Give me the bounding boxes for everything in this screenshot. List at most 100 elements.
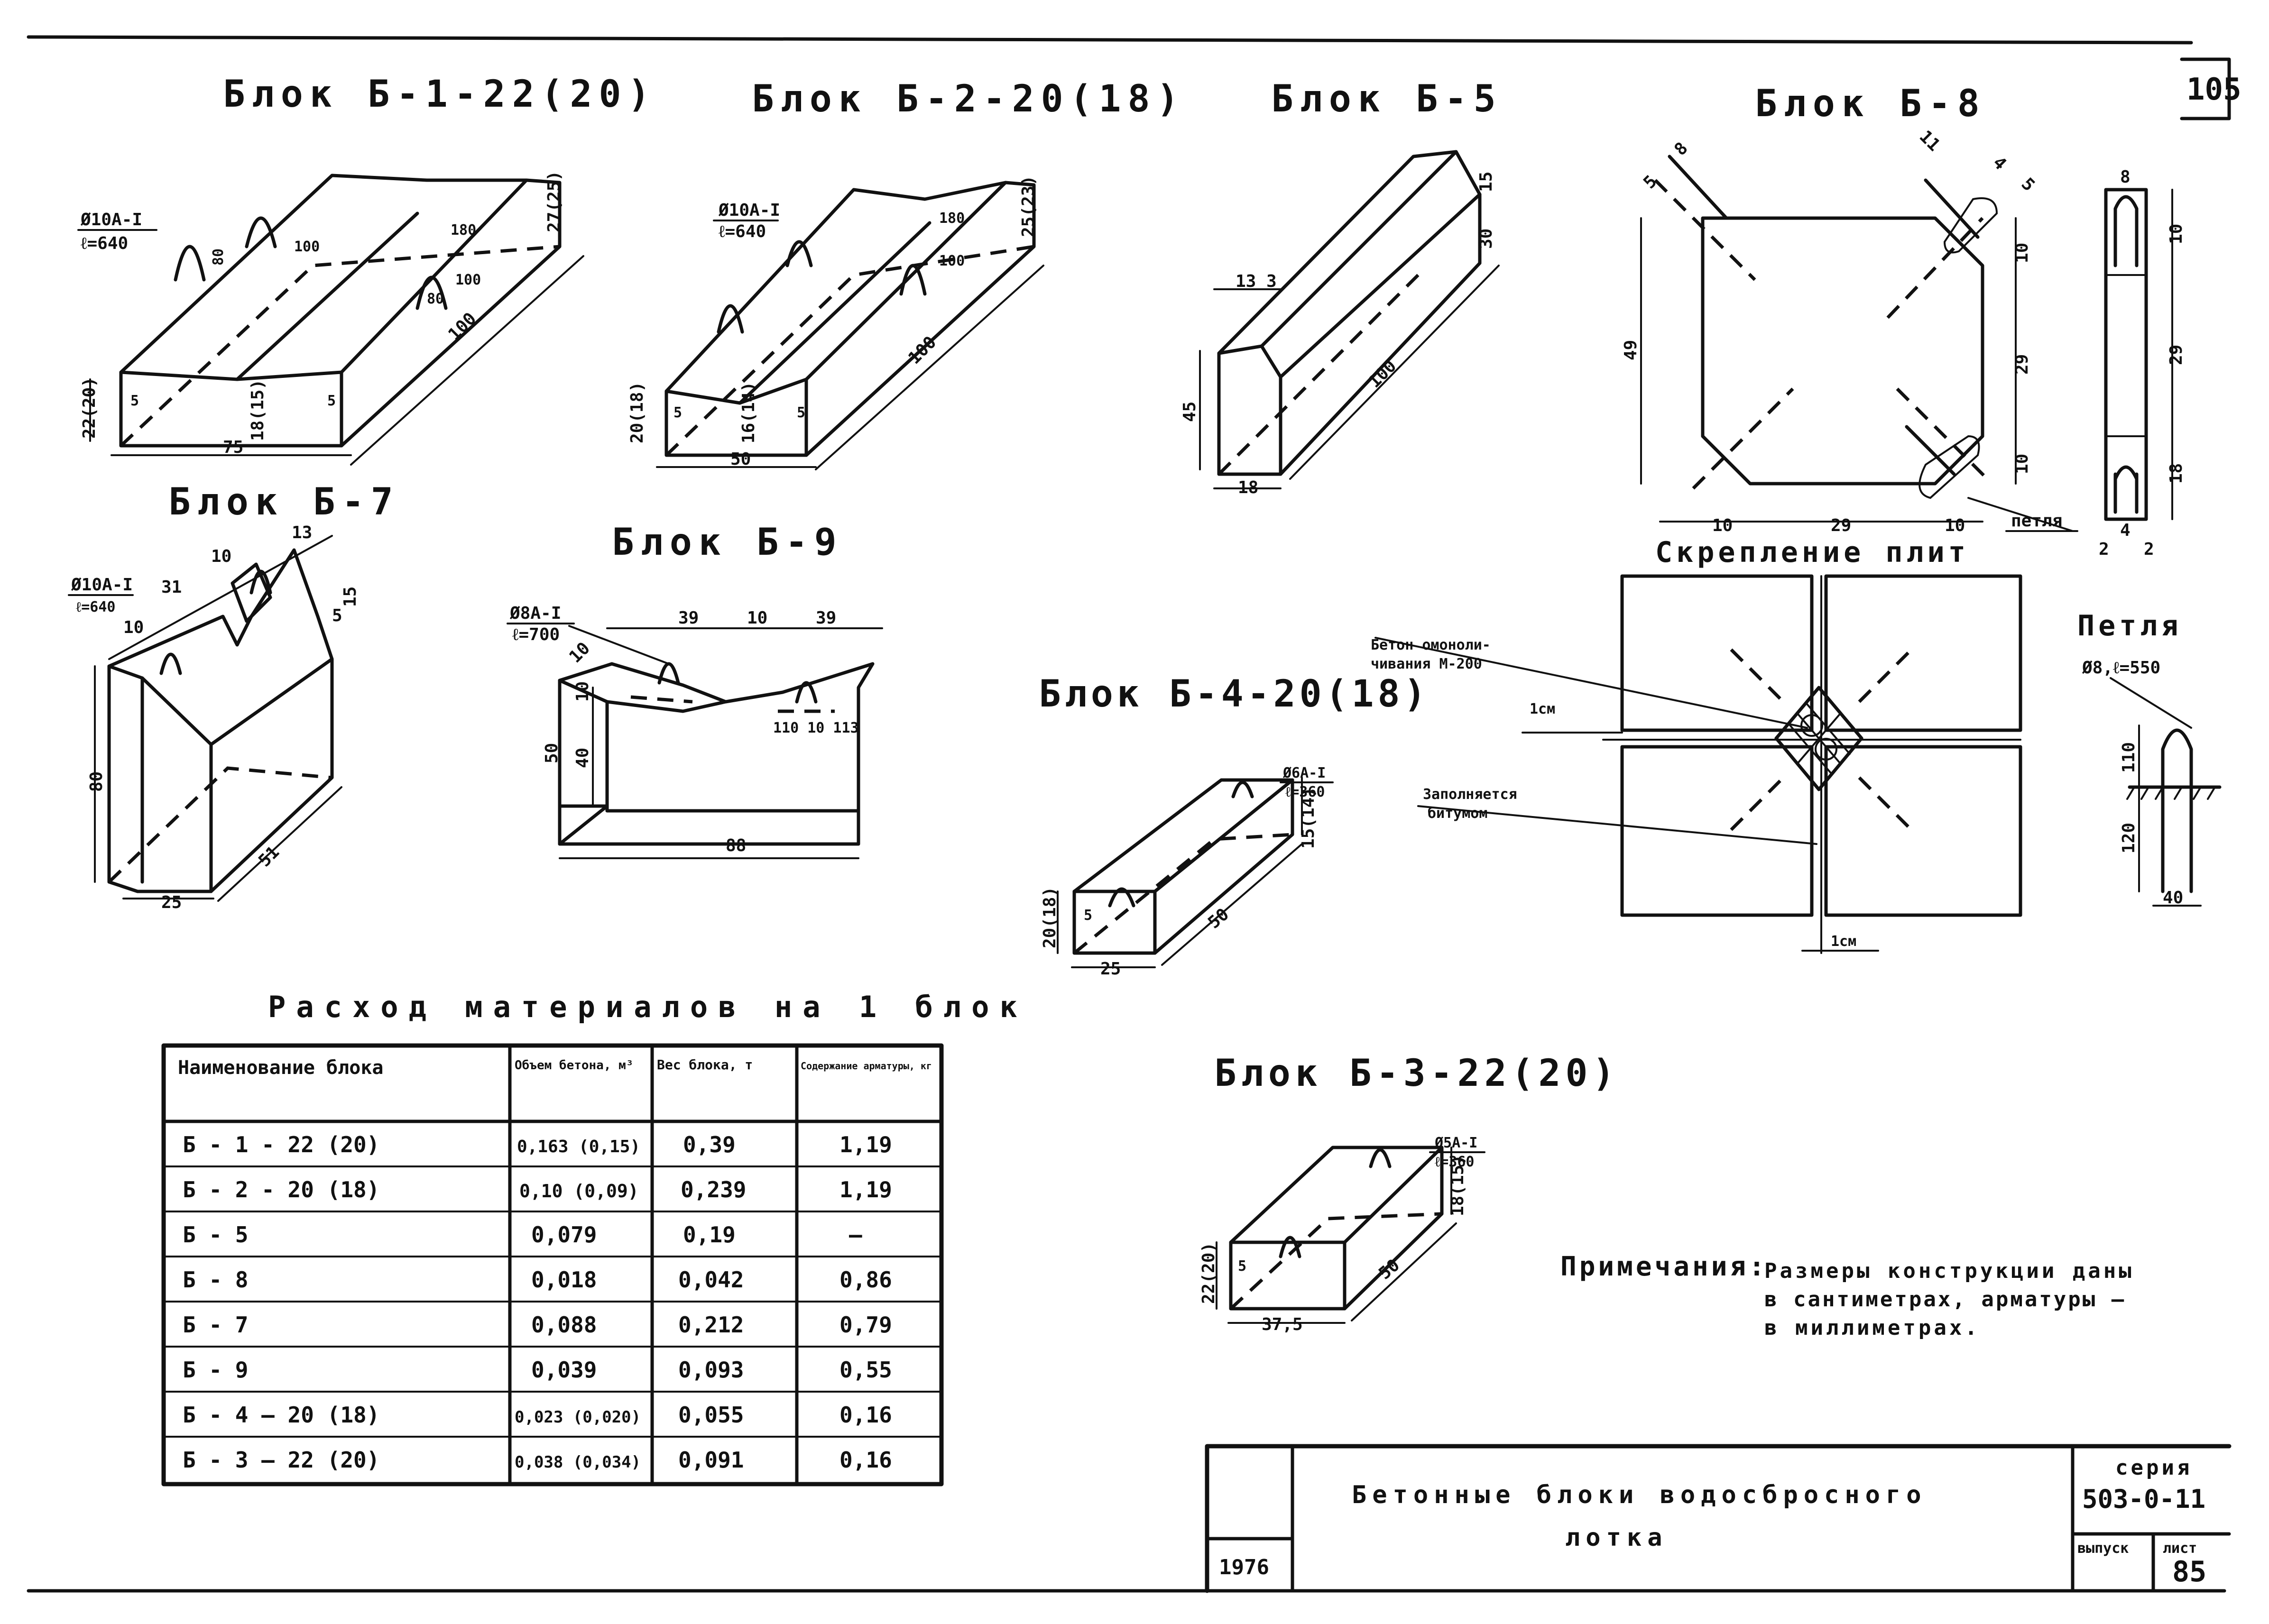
b2-dim-5a: 5	[673, 404, 682, 421]
table-cell: Б - 9	[183, 1357, 248, 1383]
b1-dim-100b: 100	[455, 272, 481, 288]
b3-rebar-dia: Ø5А-I	[1434, 1135, 1477, 1151]
table-cell: 0,079	[531, 1222, 597, 1248]
table-cell: 0,79	[839, 1312, 892, 1338]
b7-dim-5: 5	[332, 606, 342, 625]
block-b1: Блок Б-1-22(20) Ø10А-I ℓ=640 22(20) 75 1…	[77, 73, 656, 466]
table-row: Б - 1 - 22 (20) 0,163 (0,15) 0,39 1,19	[183, 1132, 892, 1157]
table-cell: 0,093	[678, 1357, 744, 1383]
table-header-weight: Вес блока, т	[657, 1057, 753, 1073]
title-block: Бетонные блоки водосбросного лотка 1976 …	[1205, 1444, 2232, 1593]
table-cell: Б - 3 — 22 (20)	[183, 1447, 379, 1473]
b9-dim-50: 50	[542, 743, 562, 763]
b4-dim-width: 25	[1100, 959, 1121, 979]
loop-dim-110: 110	[2119, 742, 2139, 773]
table-cell: Б - 5	[183, 1222, 248, 1248]
loop-title: Петля	[2077, 609, 2182, 642]
table-cell: 0,86	[839, 1267, 892, 1293]
b1-dim-mid: 18(15)	[248, 379, 267, 441]
b3-dim-height: 22(20)	[1199, 1242, 1218, 1304]
series-value: 503-0-11	[2082, 1484, 2205, 1514]
b4-rebar-len: ℓ=360	[1285, 784, 1325, 800]
b5-dim-30: 30	[1476, 229, 1496, 249]
table-cell: Б - 1 - 22 (20)	[183, 1132, 379, 1157]
b8-dim-29b: 29	[2012, 354, 2032, 375]
table-cell: 0,091	[678, 1447, 744, 1473]
table-row: Б - 3 — 22 (20) 0,038 (0,034) 0,091 0,16	[183, 1447, 892, 1473]
b8-side-10: 10	[2167, 224, 2186, 244]
b3-dim-side: 18(15)	[1448, 1155, 1467, 1216]
block-b1-title: Блок Б-1-22(20)	[223, 73, 656, 116]
table-cell: 0,16	[839, 1402, 892, 1428]
table-row: Б - 9 0,039 0,093 0,55	[183, 1357, 892, 1383]
b1-dim-100a: 100	[294, 239, 320, 255]
issue-label: выпуск	[2077, 1540, 2129, 1557]
b9-dim-39b: 39	[816, 608, 836, 628]
b8-dim-10a: 10	[1712, 516, 1733, 535]
block-b9-title: Блок Б-9	[612, 521, 843, 564]
table-header-rebar: Содержание арматуры, кг	[801, 1060, 932, 1072]
b8-dim-29a: 29	[1831, 516, 1851, 535]
b9-rebar-dia: Ø8А-I	[509, 604, 561, 623]
joint-gap-bottom-label: 1см	[1831, 933, 1856, 950]
title-block-title-line1: Бетонные блоки водосбросного	[1352, 1481, 1927, 1509]
b9-dim-small: 110 10 113	[773, 720, 859, 736]
block-b2-title: Блок Б-2-20(18)	[752, 78, 1185, 120]
b7-dim-25: 25	[161, 893, 182, 912]
b9-dim-39a: 39	[678, 608, 699, 628]
b7-dim-10a: 10	[211, 547, 231, 566]
table-cell: 0,39	[683, 1132, 736, 1157]
b1-dim-5b: 5	[327, 393, 336, 409]
b8-side-8: 8	[2120, 167, 2131, 187]
table-cell: 0,212	[678, 1312, 744, 1338]
table-cell: 0,19	[683, 1222, 736, 1248]
b8-side-29: 29	[2167, 345, 2186, 365]
materials-table: Расход материалов на 1 блок Наименование…	[161, 990, 1017, 1486]
table-cell: 0,055	[678, 1402, 744, 1428]
b4-rebar-dia: Ø6А-I	[1282, 765, 1326, 781]
b5-dim-3: 3	[1266, 272, 1277, 291]
title-block-year: 1976	[1219, 1555, 1269, 1579]
b8-side-2a: 2	[2099, 540, 2109, 559]
b2-rebar-dia: Ø10А-I	[718, 201, 780, 220]
table-cell: 0,10 (0,09)	[519, 1181, 639, 1202]
b2-dim-5b: 5	[797, 404, 805, 421]
b8-dim-49: 49	[1621, 340, 1641, 360]
loop-spec: Ø8,ℓ=550	[2082, 658, 2160, 678]
notes-line2: в сантиметрах, арматуры —	[1764, 1287, 2126, 1312]
b7-rebar-len: ℓ=640	[76, 599, 116, 615]
b1-dim-80b: 80	[427, 291, 444, 307]
loop-dim-40: 40	[2163, 888, 2183, 908]
block-b4: Блок Б-4-20(18) Ø6А-I ℓ=360 20(18) 25 50…	[1039, 673, 1430, 979]
block-b5-title: Блок Б-5	[1271, 78, 1503, 120]
table-cell: 0,038 (0,034)	[515, 1453, 641, 1472]
table-cell: 0,239	[681, 1177, 746, 1202]
loop-detail: Петля Ø8,ℓ=550 110 120 40	[2077, 609, 2222, 908]
series-label: серия	[2115, 1456, 2192, 1480]
table-cell: 1,19	[839, 1132, 892, 1157]
b8-dim-8: 8	[1670, 138, 1691, 159]
b3-rebar-len: ℓ=360	[1435, 1154, 1475, 1170]
b9-rebar-len: ℓ=700	[512, 625, 560, 644]
b2-dim-180: 180	[939, 210, 965, 227]
block-b5: Блок Б-5 15 30 13 3 45 18 100	[1180, 78, 1503, 497]
b7-dim-13: 13	[292, 523, 312, 542]
b1-dim-height: 22(20)	[80, 377, 99, 439]
b5-dim-15: 15	[1476, 172, 1496, 192]
b5-dim-45: 45	[1180, 402, 1199, 422]
table-row: Б - 7 0,088 0,212 0,79	[183, 1312, 892, 1338]
b5-dim-18: 18	[1238, 478, 1258, 497]
table-cell: 0,55	[839, 1357, 892, 1383]
b4-dim-side: 15(14)	[1299, 787, 1318, 849]
b8-dim-10c: 10	[2012, 243, 2032, 263]
block-b4-title: Блок Б-4-20(18)	[1039, 673, 1430, 716]
table-row: Б - 8 0,018 0,042 0,86	[183, 1267, 892, 1293]
b8-dim-10b: 10	[1945, 516, 1965, 535]
b2-dim-side: 25(23)	[1019, 175, 1038, 237]
table-cell: 0,16	[839, 1447, 892, 1473]
b4-dim-5: 5	[1084, 907, 1092, 924]
joint-title: Скрепление плит	[1655, 536, 1969, 569]
b3-dim-length: 50	[1375, 1256, 1403, 1284]
joint-bitumen-label-1: Заполняется	[1423, 786, 1517, 803]
